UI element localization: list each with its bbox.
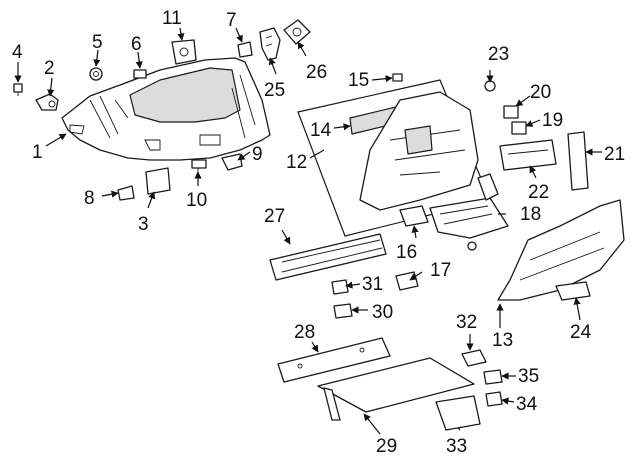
callout-35: 35 <box>518 366 539 387</box>
callout-22: 22 <box>528 182 549 203</box>
part-1-quarter-trim-panel[interactable] <box>61 57 271 161</box>
callout-21: 21 <box>604 144 625 165</box>
callout-1: 1 <box>32 142 43 163</box>
part-32-clip[interactable] <box>461 349 487 367</box>
part-18-storage-box[interactable] <box>429 173 509 239</box>
part-25-bracket[interactable] <box>259 27 281 61</box>
callout-3: 3 <box>138 214 149 235</box>
callout-8: 8 <box>84 188 95 209</box>
part-4-screw[interactable] <box>13 83 23 96</box>
part-30-clip[interactable] <box>333 303 353 319</box>
part-19-cap[interactable] <box>511 121 527 135</box>
callout-31: 31 <box>362 274 383 295</box>
callout-16: 16 <box>396 242 417 263</box>
part-9-clip[interactable] <box>221 153 243 171</box>
callout-28: 28 <box>294 322 315 343</box>
part-31-clip[interactable] <box>331 279 349 295</box>
callout-25: 25 <box>264 80 285 101</box>
callout-6: 6 <box>131 34 142 55</box>
part-17-clip[interactable] <box>395 271 419 291</box>
part-13-right-trim[interactable] <box>497 199 625 301</box>
callout-19: 19 <box>542 110 563 131</box>
part-23-clip[interactable] <box>484 80 496 92</box>
part-29-floor-mat[interactable] <box>317 357 475 421</box>
part-11-cover[interactable] <box>171 39 197 65</box>
part-33-scuff-plate[interactable] <box>435 395 481 431</box>
part-34-clip[interactable] <box>485 391 503 407</box>
part-7-bracket[interactable] <box>237 41 253 58</box>
callout-4: 4 <box>12 42 23 63</box>
part-15-clip[interactable] <box>392 73 403 82</box>
callout-12: 12 <box>286 152 307 173</box>
part-21-strip[interactable] <box>567 131 589 191</box>
callout-15: 15 <box>348 70 369 91</box>
callout-17: 17 <box>430 260 451 281</box>
callout-29: 29 <box>376 436 397 457</box>
callout-27: 27 <box>264 206 285 227</box>
part-6-clip[interactable] <box>133 69 147 79</box>
part-5-clip[interactable] <box>89 67 103 81</box>
part-10-bolt[interactable] <box>191 159 207 176</box>
callout-30: 30 <box>372 302 393 323</box>
part-26-cover[interactable] <box>283 19 311 45</box>
callout-9: 9 <box>252 144 263 165</box>
callout-26: 26 <box>306 62 327 83</box>
part-8-retainer[interactable] <box>117 185 135 201</box>
part-27-tonneau-cover[interactable] <box>269 233 387 281</box>
callout-2: 2 <box>44 58 55 79</box>
callout-34: 34 <box>516 394 538 415</box>
part-24-bracket[interactable] <box>555 281 591 301</box>
part-16-tray[interactable] <box>399 205 429 227</box>
callout-7: 7 <box>226 10 237 31</box>
callout-11: 11 <box>162 8 182 29</box>
part-3-pad[interactable] <box>145 167 171 195</box>
callout-24: 24 <box>570 322 592 343</box>
part-28-board[interactable] <box>277 337 391 383</box>
part-12-side-panel[interactable] <box>359 91 479 211</box>
callout-20: 20 <box>530 82 551 103</box>
callout-labels: 1 2 4 5 6 11 7 25 26 8 3 10 9 15 14 12 2… <box>12 8 625 457</box>
part-20-cap[interactable] <box>503 105 519 119</box>
callout-5: 5 <box>92 32 103 53</box>
part-22-panel[interactable] <box>499 139 557 171</box>
bolt-icon <box>467 241 477 251</box>
callout-13: 13 <box>492 330 513 351</box>
leader-lines <box>14 27 602 435</box>
callout-14: 14 <box>310 120 332 141</box>
callout-18: 18 <box>520 204 541 225</box>
callout-33: 33 <box>446 436 467 457</box>
part-2-clip[interactable] <box>35 93 59 111</box>
callout-10: 10 <box>186 190 207 211</box>
part-35-clip[interactable] <box>483 369 503 385</box>
callout-23: 23 <box>488 44 509 65</box>
callout-32: 32 <box>456 312 477 333</box>
